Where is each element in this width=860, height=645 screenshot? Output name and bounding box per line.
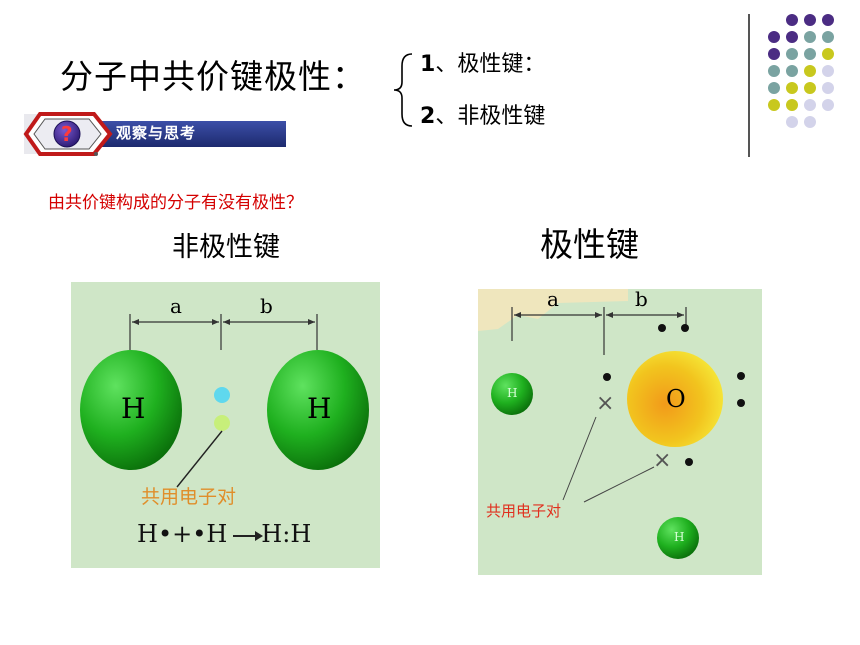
decor-dot [804, 31, 816, 43]
electron-lightgreen [214, 415, 230, 431]
decor-dot [786, 48, 798, 60]
decor-dot [768, 48, 780, 60]
shared-pair-label: 共用电子对 [486, 502, 562, 520]
badge-label: 观察与思考 [116, 124, 197, 142]
polar-caption: 极性键 [540, 225, 639, 264]
decor-dot [786, 116, 798, 128]
decor-dot [822, 48, 834, 60]
decor-dot [822, 99, 834, 111]
decor-dot [786, 82, 798, 94]
decor-dot [804, 48, 816, 60]
nonpolar-caption: 非极性键 [172, 232, 280, 263]
hydrogen-atom-left [491, 373, 533, 415]
decor-dot [804, 14, 816, 26]
atom-label-h-bottom: H [674, 530, 685, 544]
brace-icon [393, 53, 413, 127]
electron-cross-2: × [653, 448, 672, 473]
hydrogen-atom-bottom [657, 517, 699, 559]
hydrogen-atom-left [80, 350, 182, 470]
atom-label-h-left: H [121, 392, 146, 425]
decor-dot [786, 31, 798, 43]
decor-dot [822, 31, 834, 43]
decor-dot [822, 65, 834, 77]
question-mark-icon: ? [61, 122, 73, 146]
decor-dot [804, 116, 816, 128]
decor-dot [822, 82, 834, 94]
dist-label-b: b [260, 294, 273, 318]
electron-cyan [214, 387, 230, 403]
decor-dot [768, 65, 780, 77]
atom-label-o: O [666, 385, 686, 413]
decor-divider [748, 14, 750, 157]
bond-type-polar: 1、极性键： [420, 52, 546, 77]
decor-dot [768, 99, 780, 111]
question-text: 由共价键构成的分子有没有极性？ [48, 193, 303, 213]
observe-think-badge: ? 观察与思考 [18, 108, 288, 160]
decor-dot [804, 99, 816, 111]
decor-dot [768, 82, 780, 94]
decor-dot [786, 65, 798, 77]
decor-dot [804, 65, 816, 77]
decor-dot [786, 14, 798, 26]
dist-label-a: a [170, 294, 182, 318]
decor-dot [822, 14, 834, 26]
atom-label-h-right: H [307, 392, 332, 425]
hydrogen-atom-right [267, 350, 369, 470]
dist-label-b: b [635, 287, 648, 311]
oxygen-atom [627, 351, 723, 447]
dist-label-a: a [547, 287, 559, 311]
decor-dot [768, 31, 780, 43]
decor-dot [804, 82, 816, 94]
electron-cross-1: × [596, 391, 615, 416]
polar-diagram: a b O H H × × 共用电子对 [478, 287, 762, 575]
slide-title: 分子中共价键极性： [60, 57, 366, 96]
bond-type-nonpolar: 2、非极性键 [420, 104, 546, 129]
atom-label-h-left: H [507, 386, 518, 400]
decor-dot [786, 99, 798, 111]
shared-pair-label: 共用电子对 [141, 486, 237, 508]
decor-dot-grid [768, 14, 834, 128]
